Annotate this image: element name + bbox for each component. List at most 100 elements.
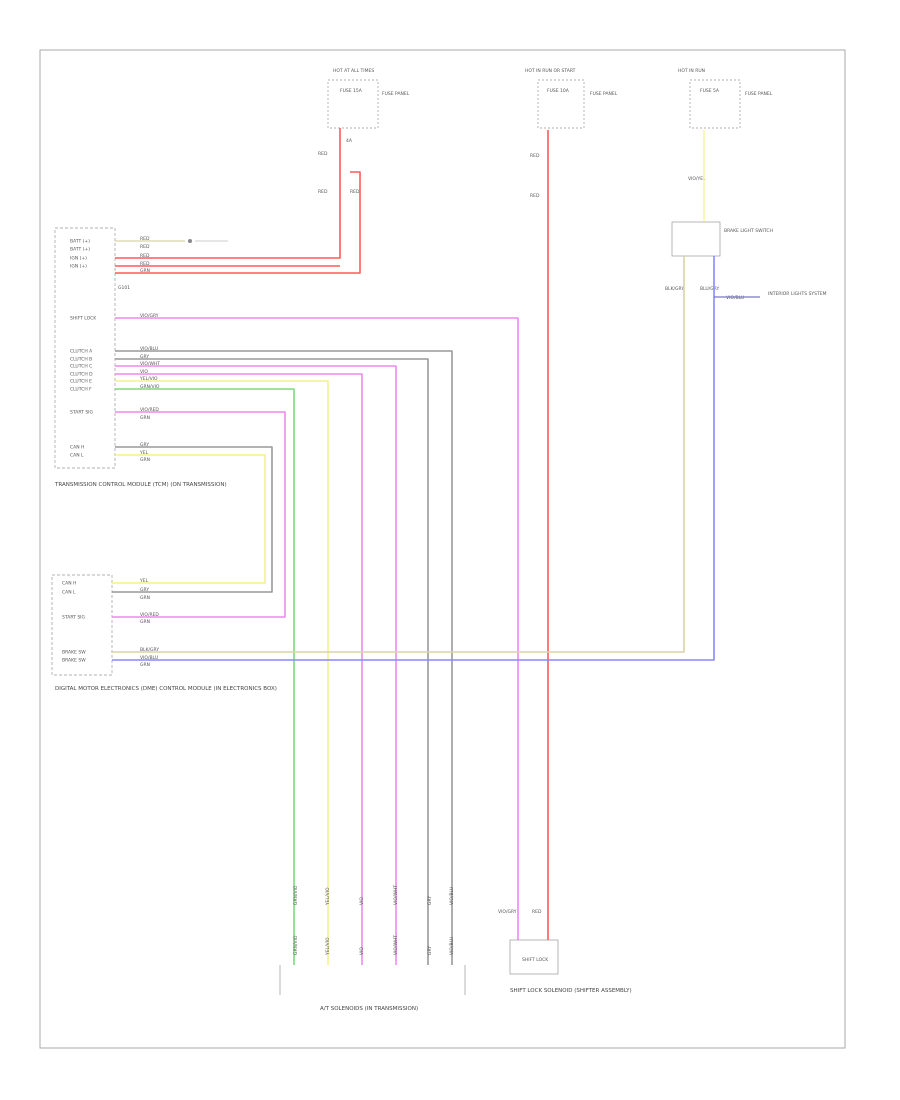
- tcm-pin-14: START SIG: [70, 410, 93, 416]
- interior-lights-label: INTERIOR LIGHTS SYSTEM: [768, 291, 827, 297]
- solenoid-wire-upper-2: VIO: [359, 897, 365, 905]
- tcm-ground-label: G101: [118, 285, 130, 291]
- brake-switch-label: BRAKE LIGHT SWITCH: [724, 228, 773, 234]
- tcm-wire-10: VIO: [140, 369, 148, 375]
- fuse-box-3-note: FUSE PANEL: [745, 91, 773, 97]
- wire1-lower-label: RED: [318, 189, 328, 195]
- tcm-pin-12: CLUTCH F: [70, 387, 92, 393]
- ecm-pin-0: CAN H: [62, 581, 76, 587]
- tcm-wire-12: GRN/VIO: [140, 384, 160, 390]
- ecm-wire-2: GRN: [140, 595, 150, 601]
- ecm-pin-3: START SIG: [62, 615, 85, 621]
- wire-paths: [112, 130, 760, 965]
- tcm-wire-3: RED: [140, 261, 150, 267]
- tcm-pin-16: CAN H: [70, 445, 84, 451]
- wire-clutch-d: [115, 373, 363, 965]
- shift-lock-wire-right: RED: [532, 909, 542, 915]
- fuse-box-3: HOT IN RUN FUSE 5A FUSE PANEL VIO/YEL: [678, 68, 773, 182]
- fuse-box-3-fuse: FUSE 5A: [700, 88, 720, 94]
- tcm-wire-4: GRN: [140, 268, 150, 274]
- wire1-upper-label: RED: [318, 151, 328, 157]
- wire-brake-2: [112, 256, 715, 661]
- solenoid-wire-lower-1: YEL/VIO: [325, 937, 331, 956]
- wire-brake-1: [112, 256, 685, 653]
- solenoid-wire-upper-3: VIO/WHT: [393, 885, 399, 905]
- tcm-pin-9: CLUTCH C: [70, 364, 92, 370]
- shift-lock-wire-left: VIO/GRY: [498, 909, 517, 915]
- tcm-wire-8: GRY: [140, 354, 149, 360]
- tcm-pin-7: CLUTCH A: [70, 349, 93, 355]
- tcm-wire-16: GRY: [140, 442, 149, 448]
- fuse-box-2: HOT IN RUN OR START FUSE 10A FUSE PANEL …: [525, 68, 618, 199]
- tcm-pin-17: CAN L: [70, 453, 84, 459]
- fuse-box-2-note: FUSE PANEL: [590, 91, 618, 97]
- wire2-lower-label: RED: [530, 193, 540, 199]
- tcm-wire-5: VIO/GRY: [140, 313, 159, 319]
- ecm-wire-4: GRN: [140, 619, 150, 625]
- tcm-caption: TRANSMISSION CONTROL MODULE (TCM) (ON TR…: [54, 482, 227, 488]
- tcm-pin-0: BATT (+): [70, 239, 90, 245]
- tcm-wire-18: GRN: [140, 457, 150, 463]
- fuse-box-2-header: HOT IN RUN OR START: [525, 68, 576, 74]
- tcm-wire-17: YEL: [139, 450, 149, 456]
- tcm-pin-8: CLUTCH B: [70, 357, 92, 363]
- ecm-caption: DIGITAL MOTOR ELECTRONICS (DME) CONTROL …: [55, 686, 277, 692]
- tcm-pin-5: SHIFT LOCK: [70, 316, 97, 322]
- shift-lock-label: SHIFT LOCK: [522, 957, 549, 963]
- solenoid-group: A/T SOLENOIDS (IN TRANSMISSION): [279, 965, 466, 1012]
- solenoid-wire-lower-5: VIO/BLU: [449, 937, 455, 955]
- tcm-pin-1: BATT (+): [70, 247, 90, 253]
- tcm-pin-2: IGN (+): [70, 256, 87, 262]
- tcm-wire-1: RED: [140, 244, 150, 250]
- tcm-wire-2: RED: [140, 253, 150, 259]
- tcm-module: TRANSMISSION CONTROL MODULE (TCM) (ON TR…: [54, 227, 227, 488]
- wire-clutch-c: [115, 365, 397, 965]
- solenoid-wire-upper-4: GRY: [427, 896, 433, 905]
- tcm-wire-14: VIO/RED: [140, 407, 159, 413]
- tcm-wire-11: YEL/VIO: [139, 376, 158, 382]
- diagram-frame: [39, 49, 846, 1049]
- fuse-box-3-header: HOT IN RUN: [678, 68, 705, 74]
- ground-node: [188, 239, 192, 243]
- ecm-pin-6: BRAKE SW: [62, 658, 86, 664]
- fuse-box-1-header: HOT AT ALL TIMES: [333, 68, 374, 74]
- fuse-box-3-wire: VIO/YEL: [688, 176, 706, 182]
- shift-lock-caption: SHIFT LOCK SOLENOID (SHIFTER ASSEMBLY): [510, 988, 632, 994]
- wire2-upper-label: RED: [530, 153, 540, 159]
- ecm-wire-1: GRY: [140, 587, 149, 593]
- ecm-wire-6: VIO/BLU: [140, 655, 158, 661]
- wire-clutch-e: [115, 380, 329, 965]
- solenoid-wire-upper-5: VIO/BLU: [449, 887, 455, 905]
- tcm-wire-7: VIO/BLU: [140, 346, 158, 352]
- ecm-module: DIGITAL MOTOR ELECTRONICS (DME) CONTROL …: [51, 574, 277, 692]
- wire-shift-lock: [115, 317, 519, 940]
- ecm-wire-3: VIO/RED: [140, 612, 159, 618]
- solenoid-wire-lower-0: GRN/VIO: [293, 935, 299, 955]
- tcm-pin-3: IGN (+): [70, 264, 87, 270]
- wire-can-h: [112, 454, 266, 584]
- fuse-box-2-fuse: FUSE 10A: [547, 88, 570, 94]
- tcm-pin-10: CLUTCH D: [70, 372, 93, 378]
- wire-batt-1: [115, 172, 341, 259]
- brake-light-switch: BRAKE LIGHT SWITCH BLK/GRY BLU/GRY VIO/B…: [665, 221, 827, 301]
- wire-clutch-a: [115, 350, 453, 965]
- ecm-wire-0: YEL: [139, 578, 149, 584]
- wire-can-l: [112, 446, 273, 593]
- ecm-wire-5: BLK/GRY: [140, 647, 159, 653]
- tcm-wire-0: RED: [140, 236, 150, 242]
- wire-start-sig: [112, 411, 286, 618]
- shift-lock-solenoid: SHIFT LOCK VIO/GRY RED SHIFT LOCK SOLENO…: [498, 909, 632, 994]
- solenoid-wire-upper-1: YEL/VIO: [325, 887, 331, 906]
- ecm-wire-7: GRN: [140, 662, 150, 668]
- brake-switch-wire-left: BLK/GRY: [665, 286, 684, 292]
- tcm-wire-9: VIO/WHT: [140, 361, 160, 367]
- solenoid-wire-lower-4: GRY: [427, 946, 433, 955]
- brake-switch-wire-right: BLU/GRY: [700, 286, 720, 292]
- fuse-box-1-note: FUSE PANEL: [382, 91, 410, 97]
- brake-switch-connector-wire: VIO/BLU: [726, 295, 744, 301]
- fuse-box-1: HOT AT ALL TIMES FUSE 15A FUSE PANEL 4A …: [318, 68, 410, 195]
- ecm-pin-1: CAN L: [62, 590, 76, 596]
- solenoid-wire-lower-2: VIO: [359, 947, 365, 955]
- tcm-wire-15: GRN: [140, 415, 150, 421]
